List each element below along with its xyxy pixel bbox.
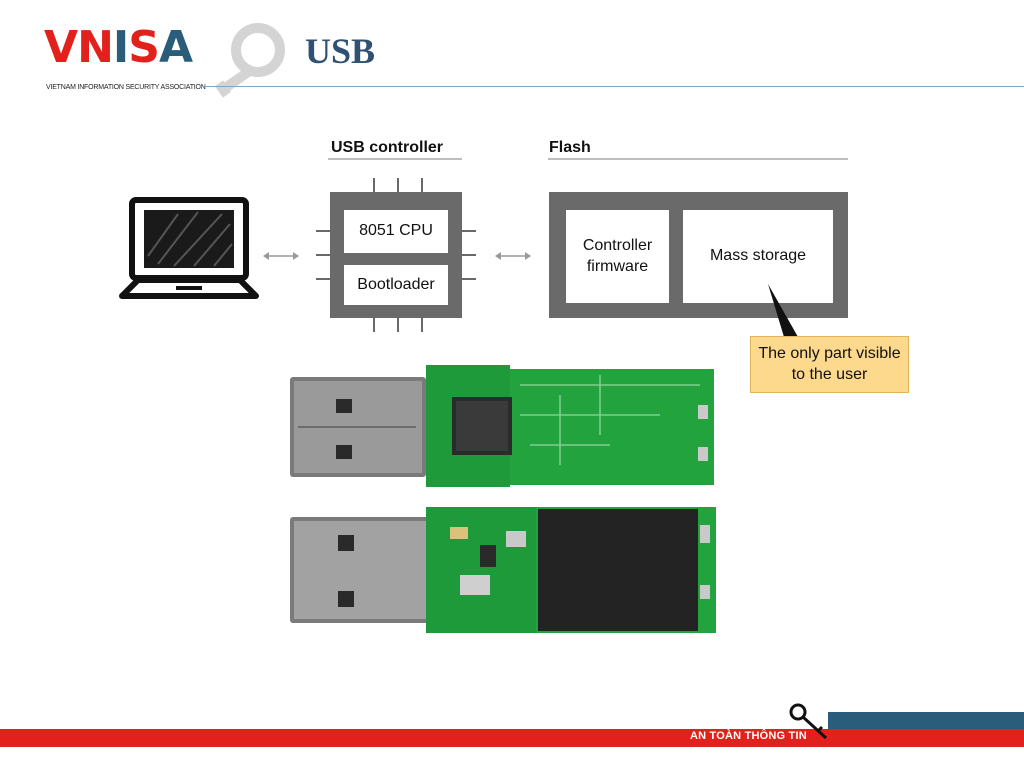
flash-rule: [548, 158, 848, 160]
chip-pin: [462, 278, 476, 280]
usb-controller-rule: [328, 158, 462, 160]
logo-tagline: VIETNAM INFORMATION SECURITY ASSOCIATION: [46, 84, 206, 91]
bidirectional-arrow-icon: [263, 252, 299, 260]
key-icon: [789, 703, 828, 740]
chip-pin: [462, 254, 476, 256]
footer-bottom: [0, 747, 1024, 768]
key-icon: [214, 23, 285, 98]
callout-visible-part: The only part visible to the user: [750, 336, 909, 393]
usb-controller-label: USB controller: [331, 139, 444, 156]
chip-pin: [397, 178, 399, 192]
bootloader-box: Bootloader: [344, 265, 448, 305]
laptop-icon: [119, 197, 259, 299]
vnisa-logo: VNISA VIETNAM INFORMATION SECURITY ASSOC…: [40, 22, 290, 102]
footer-red-band: [0, 729, 1024, 747]
chip-pin: [421, 318, 423, 332]
chip-pin: [373, 318, 375, 332]
chip-pin: [421, 178, 423, 192]
footer-text: AN TOÀN THÔNG TIN: [690, 730, 807, 742]
chip-pin: [462, 230, 476, 232]
logo-wordmark: VNISA: [44, 22, 193, 73]
usb-board-photo: [290, 365, 716, 633]
chip-pin: [316, 230, 330, 232]
chip-pin: [316, 254, 330, 256]
slide-title: USB: [305, 31, 376, 71]
cpu-box: 8051 CPU: [344, 210, 448, 253]
chip-pin: [316, 278, 330, 280]
title-rule: [200, 86, 1024, 87]
callout-pointer: [768, 284, 798, 337]
controller-firmware-box: Controller firmware: [566, 210, 669, 303]
chip-pin: [397, 318, 399, 332]
mass-storage-box: Mass storage: [683, 210, 833, 303]
flash-label: Flash: [549, 139, 591, 156]
bidirectional-arrow-icon: [495, 252, 531, 260]
chip-pin: [373, 178, 375, 192]
